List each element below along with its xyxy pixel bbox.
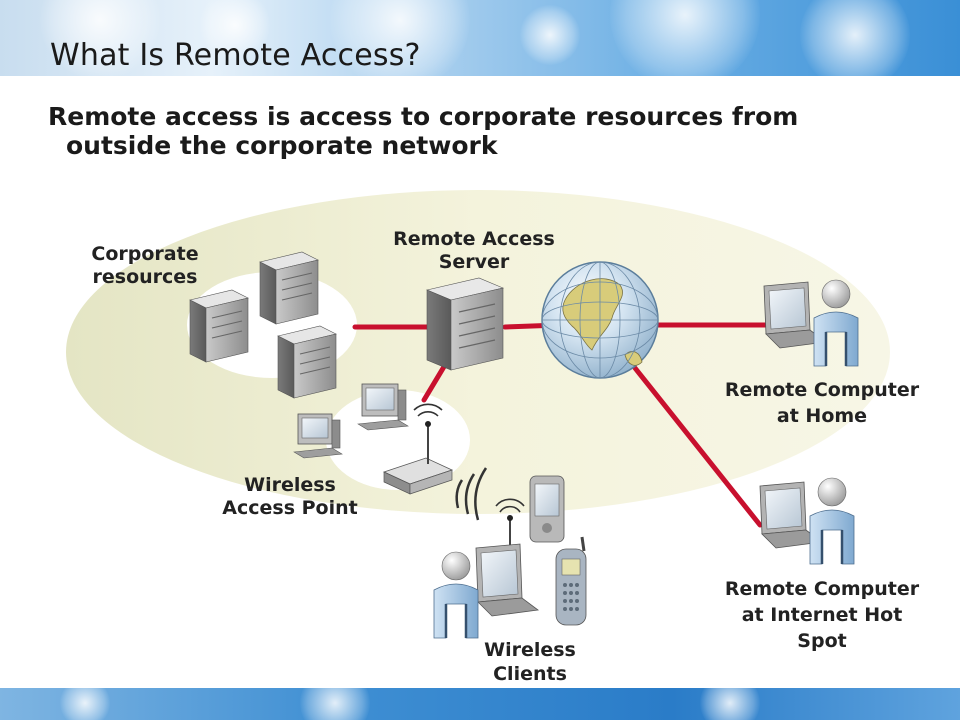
corporate-server-1-icon — [189, 289, 249, 363]
home-laptop-icon — [763, 281, 828, 349]
hotspot-label-line-2: at Internet Hot — [741, 604, 903, 626]
title-banner-background — [0, 0, 960, 76]
bullet-line-1: Remote access is access to corporate res… — [48, 102, 799, 131]
wireless-access-point-label: Wireless Access Point — [200, 474, 380, 520]
remote-access-server-icon — [426, 277, 504, 371]
wireless-signal-waves-icon — [455, 467, 488, 521]
home-label-line-2: at Home — [776, 405, 868, 427]
hotspot-user-icon — [809, 477, 855, 565]
corporate-label-line-2: resources — [92, 266, 198, 288]
internet-globe-icon — [541, 261, 659, 379]
bullet-line-2: outside the corporate network — [66, 131, 498, 160]
client-user-icon — [433, 551, 479, 639]
link-internet-to-hotspot — [632, 365, 763, 528]
wap-label-line-2: Access Point — [222, 497, 358, 519]
home-label-line-1: Remote Computer — [724, 379, 920, 401]
corporate-server-3-icon — [277, 325, 337, 399]
home-user-icon — [813, 279, 859, 367]
corporate-resources-label: Corporate resources — [70, 243, 220, 289]
footer-banner-background — [0, 688, 960, 720]
slide-title: What Is Remote Access? — [50, 38, 421, 73]
mobile-phone-icon — [555, 536, 587, 626]
clients-label-line-2: Clients — [493, 663, 567, 685]
bullet-text: Remote access is access to corporate res… — [48, 102, 908, 160]
wireless-clients-label: Wireless Clients — [460, 638, 600, 686]
client-laptop-icon — [475, 543, 540, 617]
corporate-label-line-1: Corporate — [91, 243, 199, 265]
remote-access-server-label: Remote Access Server — [364, 228, 584, 274]
hotspot-laptop-icon — [759, 481, 824, 549]
hotspot-label-line-3: Spot — [797, 630, 847, 652]
remote-computer-home-label: Remote Computer at Home — [700, 377, 944, 429]
network-links — [352, 322, 768, 528]
clients-label-line-1: Wireless — [484, 639, 576, 661]
wireless-desktop-1-icon — [357, 383, 409, 431]
hotspot-label-line-1: Remote Computer — [724, 578, 920, 600]
corporate-server-2-icon — [259, 251, 319, 325]
remote-computer-hotspot-label: Remote Computer at Internet Hot Spot — [700, 576, 944, 654]
ras-label-line-1: Remote Access — [393, 228, 555, 250]
wap-label-line-1: Wireless — [244, 474, 336, 496]
wireless-access-point-icon — [383, 403, 453, 495]
pda-icon — [529, 475, 565, 543]
wireless-desktop-2-icon — [293, 413, 343, 459]
ras-label-line-2: Server — [438, 251, 510, 273]
